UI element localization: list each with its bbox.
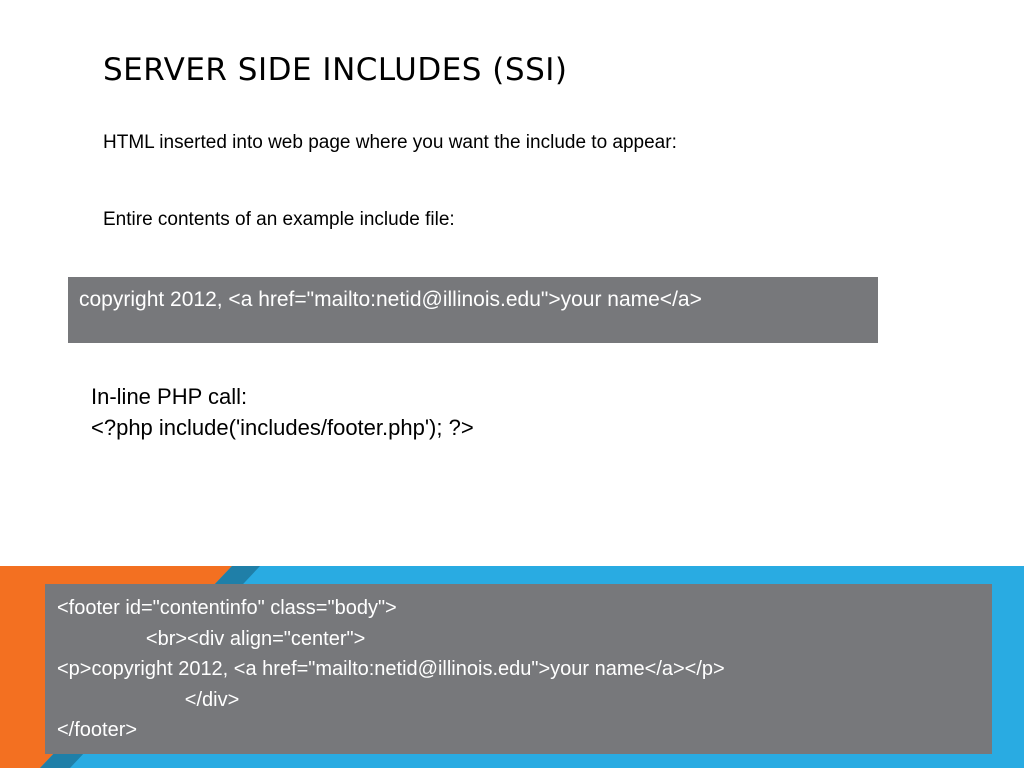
include-code-line: copyright 2012, <a href="mailto:netid@il… [79,288,702,311]
footer-code-box: <footer id="contentinfo" class="body"> <… [45,584,992,754]
footer-code-line: <footer id="contentinfo" class="body"> [57,597,397,619]
subtitle-include-file: Entire contents of an example include fi… [103,209,455,230]
php-call-block: In-line PHP call: <?php include('include… [91,381,474,443]
slide-title: SERVER SIDE INCLUDES (SSI) [103,52,568,88]
include-code-box: copyright 2012, <a href="mailto:netid@il… [68,277,878,343]
footer-code-line: </div> [57,688,240,711]
footer-code-line: <br><div align="center"> [57,627,366,650]
footer-code-line: </footer> [57,719,138,741]
footer-code-line: <p>copyright 2012, <a href="mailto:netid… [57,658,725,680]
php-call-code: <?php include('includes/footer.php'); ?> [91,415,474,440]
subtitle-html-insert: HTML inserted into web page where you wa… [103,132,677,153]
php-call-heading: In-line PHP call: [91,384,248,409]
